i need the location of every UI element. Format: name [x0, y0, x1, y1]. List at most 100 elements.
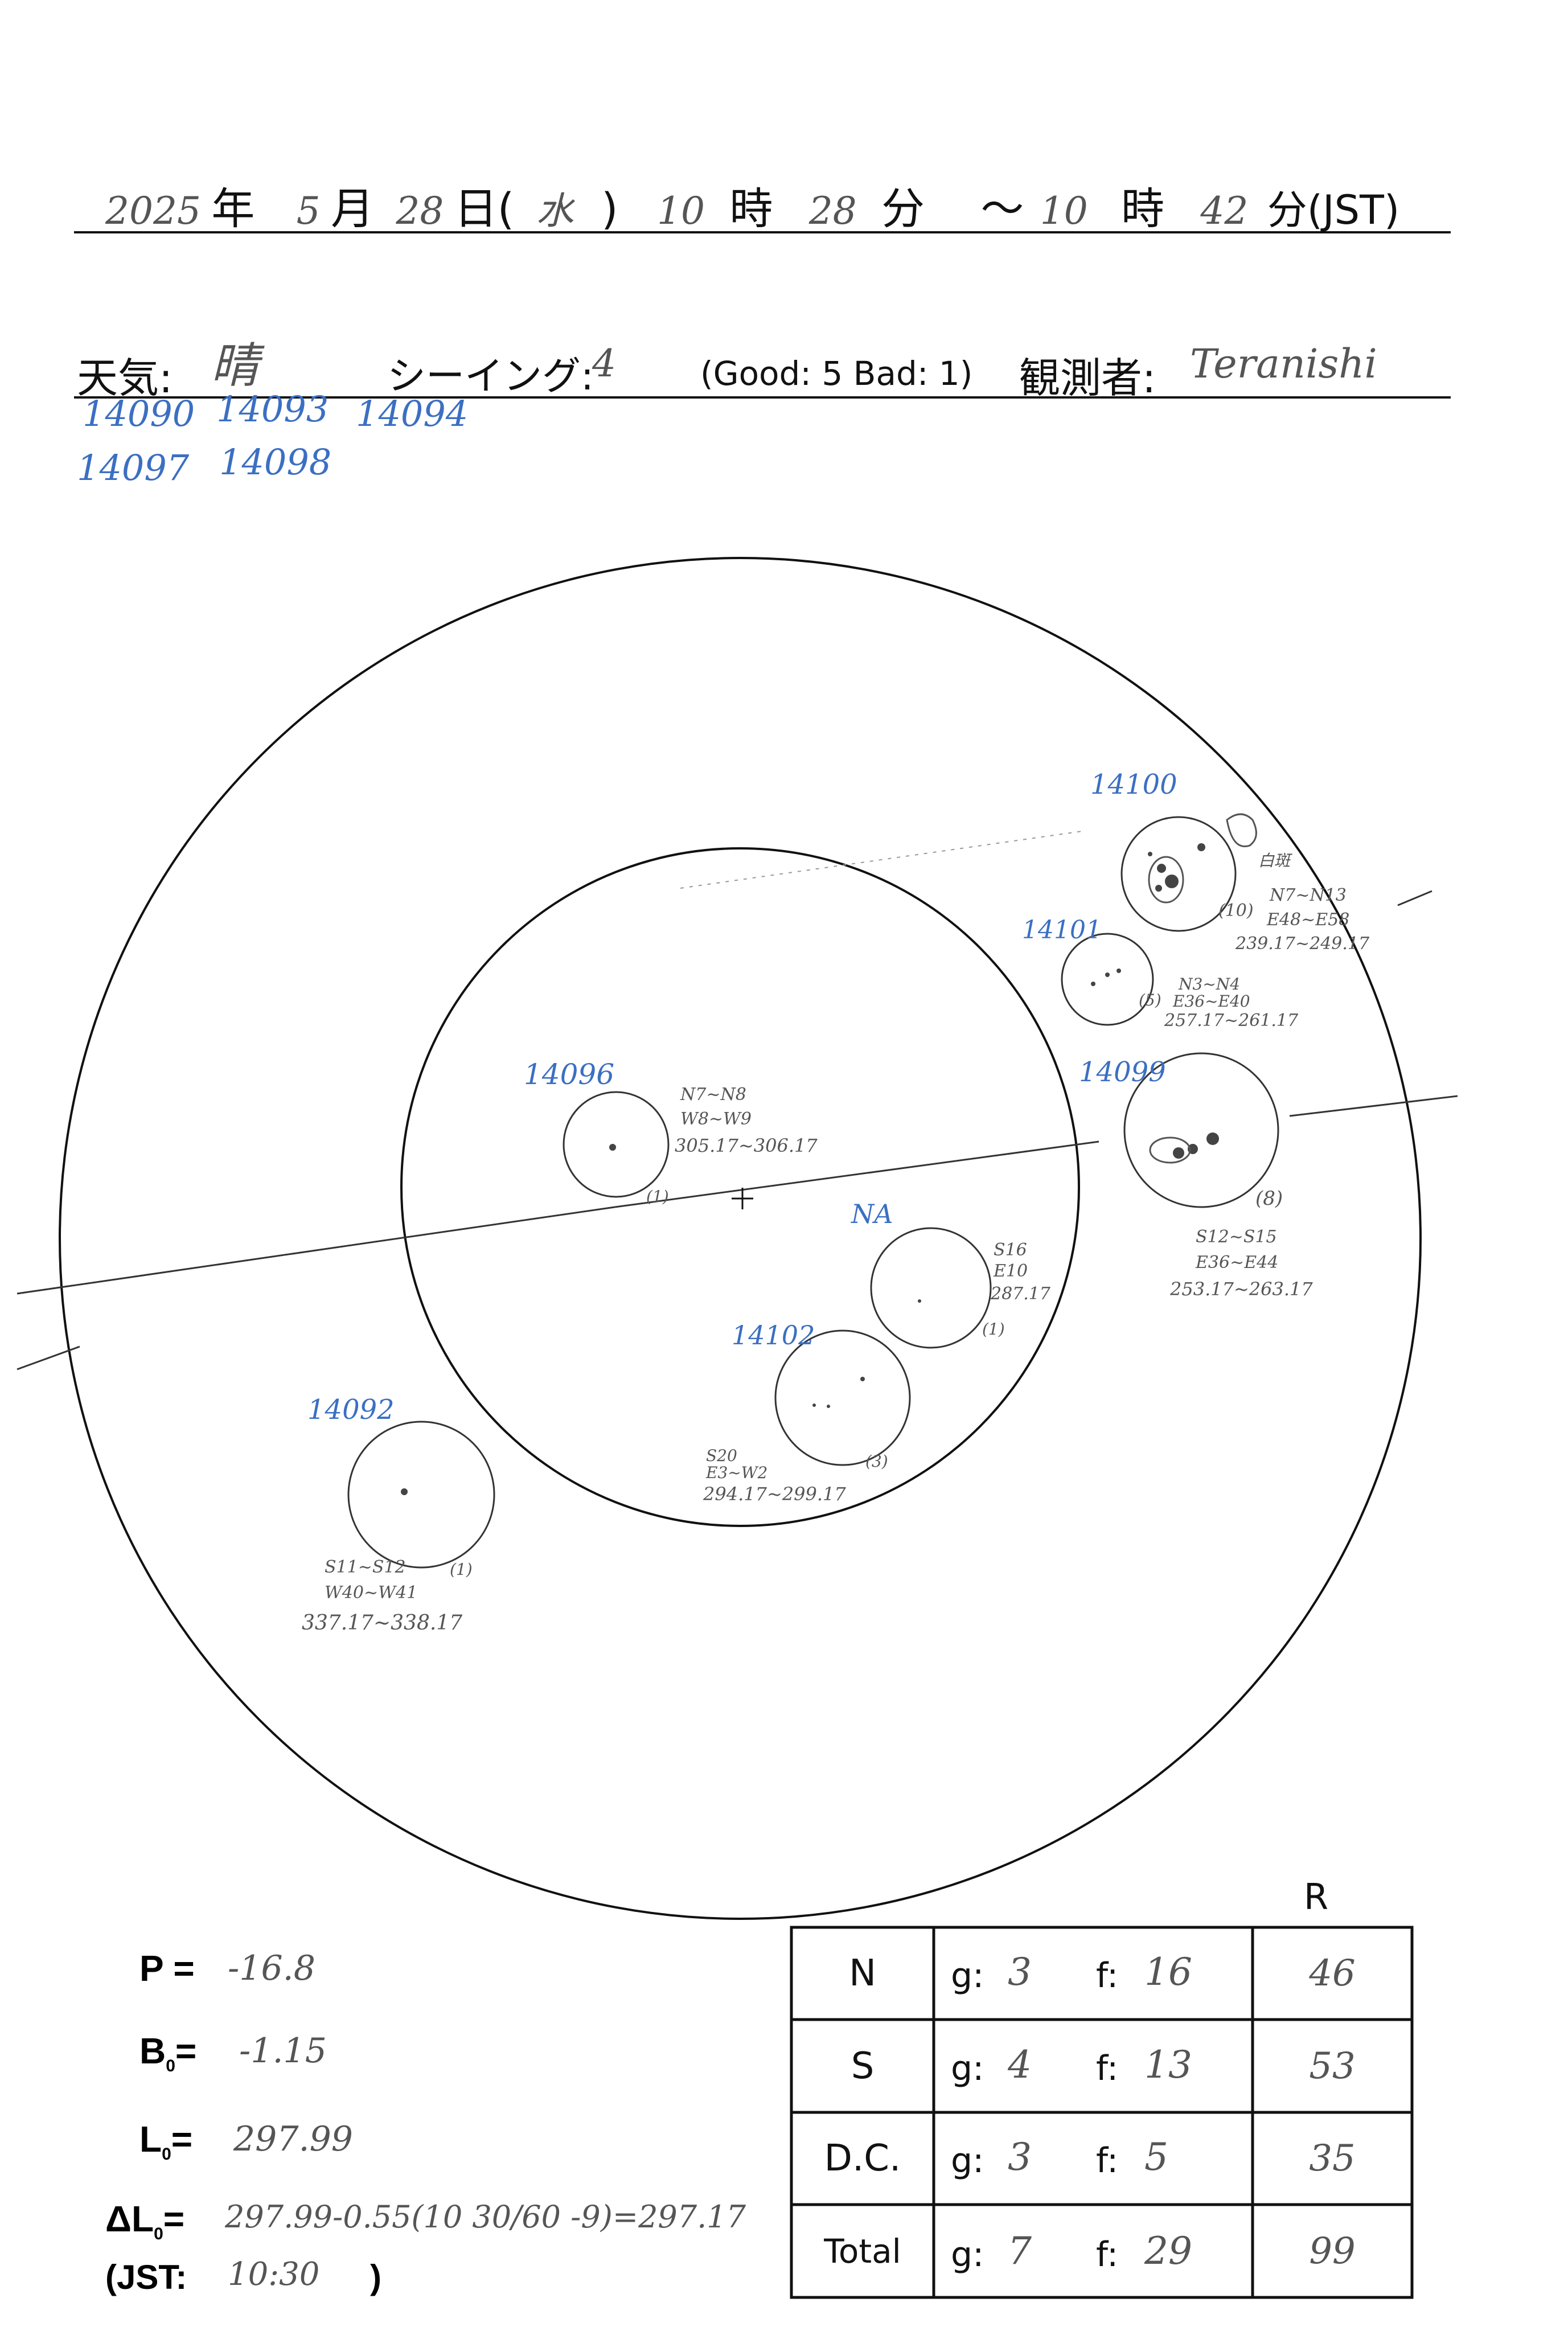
r-value-dc: 35	[1309, 2137, 1356, 2180]
r-value-total: 99	[1309, 2230, 1356, 2272]
start-hour-unit: 時	[729, 183, 773, 234]
g-label-s: g:	[951, 2049, 984, 2088]
offdisk-group-1: 14090	[83, 393, 195, 434]
f-label-dc: f:	[1096, 2141, 1119, 2181]
group-count-14092: (1)	[450, 1560, 473, 1579]
group-circle-14101	[1061, 933, 1154, 1026]
group-lon-14102: E3~W2	[706, 1463, 768, 1482]
year-value: 2025	[105, 189, 201, 233]
equator-line-inner	[614, 1140, 1099, 1208]
b0-label: B0=	[139, 2030, 197, 2075]
g-value-s: 4	[1008, 2043, 1032, 2087]
group-range-14092: 337.17~338.17	[302, 1611, 463, 1635]
start-minute: 28	[808, 189, 857, 233]
f-value-dc: 5	[1144, 2135, 1168, 2179]
f-label-s: f:	[1096, 2049, 1119, 2088]
group-range-14100: 239.17~249.17	[1235, 934, 1370, 954]
weather-label: 天気:	[77, 354, 173, 402]
equator-line-right	[1289, 1095, 1458, 1117]
group-circle-na	[870, 1227, 992, 1349]
group-lat-14092: S11~S12	[325, 1557, 406, 1577]
delta-l0-label: ΔL0=	[105, 2198, 185, 2243]
month-unit: 月	[331, 183, 374, 234]
observer-value: Teranishi	[1190, 340, 1377, 387]
penumbra-14099	[1149, 1136, 1191, 1164]
group-id-14100: 14100	[1090, 769, 1177, 801]
group-count-14096: (1)	[646, 1187, 669, 1206]
l0-value: 297.99	[233, 2119, 353, 2159]
row-label-total: Total	[824, 2231, 901, 2271]
time-range-tilde: ～	[980, 183, 1024, 234]
r-column-header: R	[1304, 1876, 1329, 1918]
group-range-14101: 257.17~261.17	[1164, 1011, 1299, 1031]
group-lat-14101: N3~N4	[1179, 975, 1241, 994]
f-value-s: 13	[1144, 2043, 1192, 2087]
row-label-dc: D.C.	[824, 2137, 901, 2180]
group-lon-14100: E48~E58	[1267, 910, 1350, 930]
group-lon-14092: W40~W41	[325, 1583, 418, 1603]
summary-table-grid	[790, 1926, 1414, 2299]
start-hour: 10	[657, 189, 705, 233]
g-value-n: 3	[1008, 1950, 1032, 1994]
g-label-dc: g:	[951, 2141, 984, 2181]
group-lat-14096: N7~N8	[680, 1085, 746, 1105]
group-id-14096: 14096	[524, 1058, 615, 1091]
g-label-n: g:	[951, 1956, 984, 1996]
group-id-14101: 14101	[1022, 916, 1102, 945]
f-value-n: 16	[1144, 1950, 1192, 1994]
jst-value: 10:30	[228, 2256, 320, 2293]
group-lat-14099: S12~S15	[1196, 1227, 1277, 1247]
g-label-total: g:	[951, 2235, 984, 2275]
end-minute-unit: 分(JST)	[1267, 187, 1400, 233]
group-lon-14096: W8~W9	[680, 1109, 752, 1129]
g-value-dc: 3	[1008, 2135, 1032, 2179]
offdisk-group-5: 14098	[219, 441, 332, 483]
r-value-n: 46	[1309, 1952, 1356, 1995]
group-id-14099: 14099	[1079, 1056, 1166, 1088]
seeing-scale: (Good: 5 Bad: 1)	[700, 354, 973, 393]
group-count-na: (1)	[982, 1320, 1005, 1339]
group-circle-14099	[1123, 1052, 1279, 1208]
weather-value: 晴	[211, 338, 259, 393]
p-value: -16.8	[228, 1948, 315, 1988]
row-label-n: N	[849, 1952, 876, 1995]
offdisk-group-4: 14097	[77, 447, 190, 489]
l0-label: L0=	[139, 2119, 193, 2164]
limb-tick-right	[1397, 890, 1432, 906]
p-label: P =	[139, 1948, 195, 1989]
f-label-total: f:	[1096, 2235, 1119, 2275]
year-unit: 年	[211, 183, 255, 234]
group-lon-na: E10	[994, 1261, 1028, 1281]
group-range-na: 287.17	[991, 1284, 1050, 1304]
day-value: 28	[396, 189, 444, 233]
observation-header: 2025 年 5 月 28 日( 水 ) 10 時 28 分 ～ 10 時 42…	[105, 174, 1399, 236]
group-count-14100: (10)	[1218, 901, 1254, 921]
weekday-value: 水	[536, 189, 574, 233]
group-circle-14092	[347, 1421, 495, 1569]
equator-line-left	[17, 1206, 615, 1295]
faculae-outline	[1226, 813, 1257, 847]
group-range-14099: 253.17~263.17	[1170, 1278, 1313, 1300]
observer-label: 観測者:	[1019, 354, 1156, 402]
group-circle-14100	[1120, 816, 1237, 932]
inner-disk-circle	[400, 847, 1080, 1527]
outer-disk-circle	[59, 557, 1422, 1920]
group-count-14102: (3)	[865, 1452, 888, 1471]
row-label-s: S	[851, 2045, 875, 2087]
jst-label: (JST:	[105, 2258, 187, 2296]
group-count-14101: (5)	[1139, 991, 1161, 1009]
seeing-value: 4	[592, 342, 616, 385]
delta-l0-value: 297.99-0.55(10 30/60 -9)=297.17	[225, 2199, 746, 2235]
penumbra-14100	[1148, 856, 1184, 904]
group-lon-14101: E36~E40	[1173, 992, 1250, 1011]
end-hour-unit: 時	[1121, 183, 1165, 234]
end-hour: 10	[1040, 189, 1088, 233]
group-lat-14100: N7~N13	[1270, 885, 1347, 905]
group-range-14096: 305.17~306.17	[675, 1135, 818, 1156]
f-value-total: 29	[1144, 2229, 1192, 2273]
end-minute: 42	[1200, 189, 1249, 233]
group-circle-14102	[774, 1329, 911, 1466]
f-label-n: f:	[1096, 1956, 1119, 1996]
seeing-label: シーイング:	[387, 354, 594, 399]
